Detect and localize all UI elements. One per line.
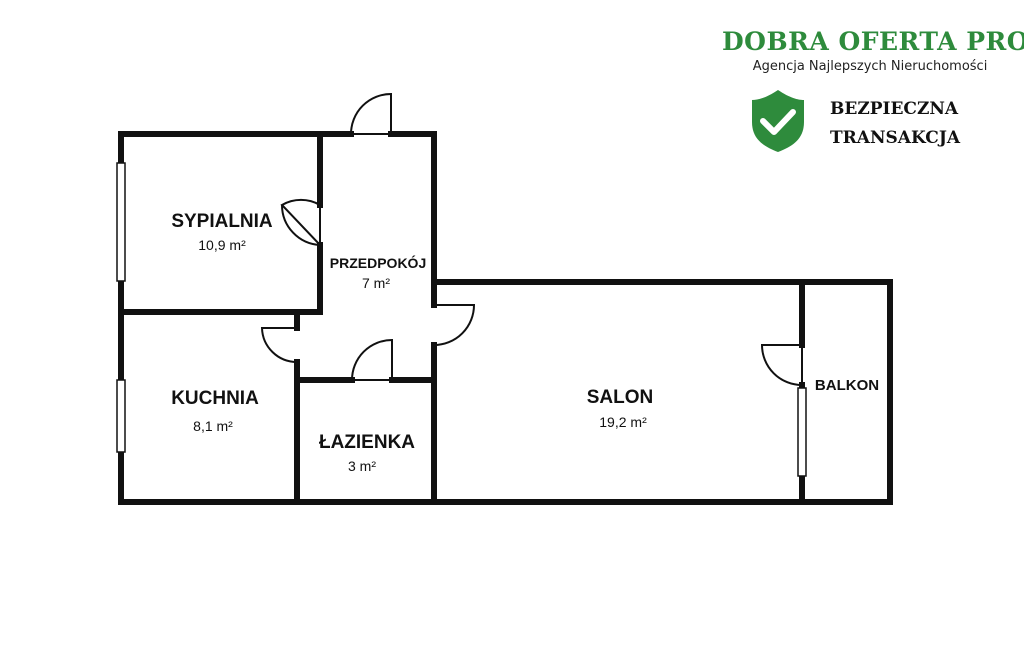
walls (118, 131, 893, 505)
windows (116, 162, 807, 477)
room-sypialnia-name: SYPIALNIA (171, 211, 273, 232)
brand-logo: DOBRA OFERTA PRO Agencja Najlepszych Nie… (722, 26, 1024, 74)
room-sypialnia-area: 10,9 m² (198, 237, 246, 253)
badge-line-2: TRANSAKCJA (830, 128, 961, 148)
brand-subtitle: Agencja Najlepszych Nieruchomości (752, 59, 988, 74)
room-kuchnia-area: 8,1 m² (193, 418, 233, 434)
brand-title: DOBRA OFERTA PRO (722, 27, 1024, 56)
room-balkon-name: BALKON (815, 377, 879, 394)
room-przedpokoj-area: 7 m² (362, 275, 390, 291)
badge-line-1: BEZPIECZNA (830, 99, 959, 119)
shield-check-icon (752, 90, 804, 152)
room-salon-area: 19,2 m² (599, 414, 647, 430)
room-przedpokoj-name: PRZEDPOKÓJ (330, 254, 426, 271)
room-kuchnia-name: KUCHNIA (171, 388, 259, 409)
security-badge-text: BEZPIECZNA TRANSAKCJA (830, 95, 960, 153)
room-lazienka-area: 3 m² (348, 458, 376, 474)
doors (260, 92, 803, 387)
room-lazienka-name: ŁAZIENKA (319, 432, 415, 453)
room-salon-name: SALON (587, 387, 654, 408)
